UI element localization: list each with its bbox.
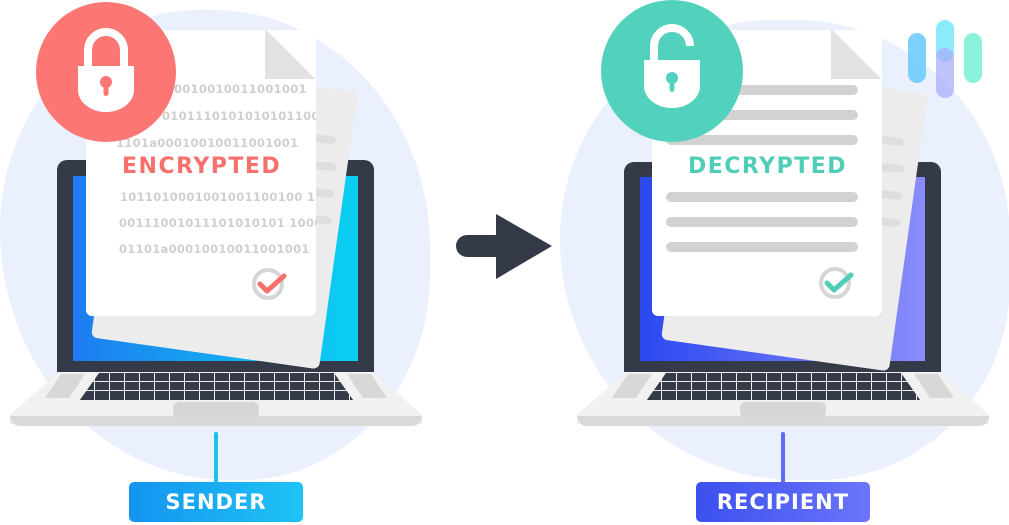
sender-document: 0010010011001001 01011101010101011000 11… (86, 30, 316, 316)
recipient-trackpad (740, 402, 826, 418)
sender-label: SENDER (129, 482, 303, 522)
sender-keyboard (80, 373, 353, 400)
binary-line: 01101a00010010011001001 (119, 242, 310, 256)
sender-connector (214, 432, 218, 484)
recipient-label: RECIPIENT (696, 482, 870, 522)
recipient-connector (781, 432, 785, 484)
locked-padlock-icon (78, 28, 134, 112)
binary-line: 01011101010101011000 (162, 109, 329, 123)
text-line-bar (666, 110, 858, 120)
binary-line: 1101a00010010011001001 (116, 136, 299, 150)
binary-line: 0010010011001001 (174, 82, 307, 96)
binary-line: 00111001011101010101 1000 (119, 216, 323, 230)
recipient-keyboard (647, 373, 920, 400)
text-line-bar (666, 217, 858, 227)
recipient-document: DECRYPTED (652, 30, 882, 316)
binary-line: 1011010001001001100100 1 (120, 190, 316, 204)
arrow-right-icon (456, 213, 556, 283)
sender-page-fold (265, 30, 316, 79)
unlocked-padlock-icon (644, 24, 700, 108)
sender-lock-badge (36, 2, 176, 142)
recipient-page-fold (831, 30, 882, 79)
encrypted-title: ENCRYPTED (122, 154, 282, 179)
recipient-lock-badge (601, 0, 743, 142)
recipient-check-icon (817, 265, 855, 303)
sender-laptop-front-edge (10, 416, 422, 426)
brand-logo-icon (905, 20, 985, 100)
text-line-bar (666, 135, 858, 145)
decrypted-title: DECRYPTED (688, 154, 848, 179)
text-line-bar (666, 242, 858, 252)
sender-trackpad (173, 402, 259, 418)
recipient-laptop-front-edge (577, 416, 989, 426)
text-line-bar (666, 85, 858, 95)
sender-check-icon (250, 266, 287, 302)
text-line-bar (666, 192, 858, 202)
